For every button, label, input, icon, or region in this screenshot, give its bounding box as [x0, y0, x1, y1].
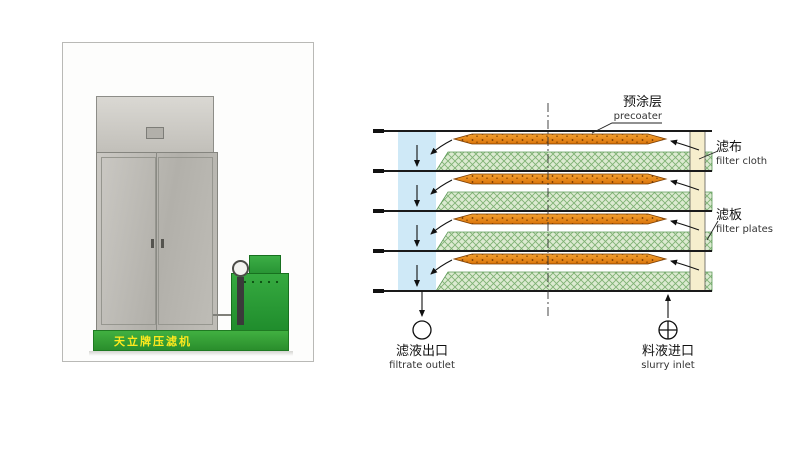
cabinet-door-divider — [156, 152, 157, 330]
filter-plates-label-en: filter plates — [716, 223, 773, 235]
filter-cloth-label-en: filter cloth — [716, 155, 768, 167]
pressure-gauge-icon — [232, 260, 249, 277]
left-edge-ticks — [373, 129, 384, 293]
filter-plates-label: 滤板 filter plates — [716, 208, 796, 235]
filter-cloth-label: 滤布 filter cloth — [716, 140, 796, 167]
slurry-inlet-icon — [658, 320, 678, 340]
pump-bolts — [241, 279, 281, 287]
hydraulic-cylinder — [237, 277, 244, 325]
precoat-layers — [452, 133, 668, 265]
leader-lines — [591, 122, 719, 241]
flow-arrows — [414, 139, 700, 318]
cabinet-vent — [146, 127, 164, 139]
filtrate-outlet-label-zh: 滤液出口 — [395, 344, 448, 359]
filtrate-outlet-label: 滤液出口 filtrate outlet — [362, 344, 482, 371]
cabinet-door-left — [101, 157, 156, 325]
precoat-label: 预涂层 precoater — [540, 95, 662, 122]
slurry-inlet-label: 料液进口 slurry inlet — [608, 344, 728, 371]
machine-brand-label: 天立牌压滤机 — [114, 334, 192, 348]
machine-photo: 天立牌压滤机 — [62, 42, 314, 362]
filter-plates-label-zh: 滤板 — [716, 208, 743, 223]
hydraulic-pipe — [213, 314, 235, 316]
filtrate-outlet-label-en: filtrate outlet — [389, 359, 455, 371]
precoat-label-en: precoater — [613, 110, 662, 122]
filter-press-diagram — [373, 103, 719, 340]
door-handle-right — [161, 239, 164, 248]
machine-base: 天立牌压滤机 — [93, 330, 289, 351]
slurry-inlet-label-zh: 料液进口 — [641, 344, 694, 359]
plate-boundaries — [383, 130, 712, 292]
door-handle-left — [151, 239, 154, 248]
precoat-label-zh: 预涂层 — [622, 95, 662, 110]
filtrate-outlet-icon — [412, 320, 432, 340]
cabinet-body — [96, 152, 218, 332]
cabinet-top-box — [96, 96, 214, 154]
filter-cloth-label-zh: 滤布 — [716, 140, 743, 155]
cabinet-door-right — [158, 157, 213, 325]
slurry-inlet-label-en: slurry inlet — [641, 359, 695, 371]
filter-plates — [435, 151, 713, 292]
machine-shadow — [89, 351, 293, 356]
